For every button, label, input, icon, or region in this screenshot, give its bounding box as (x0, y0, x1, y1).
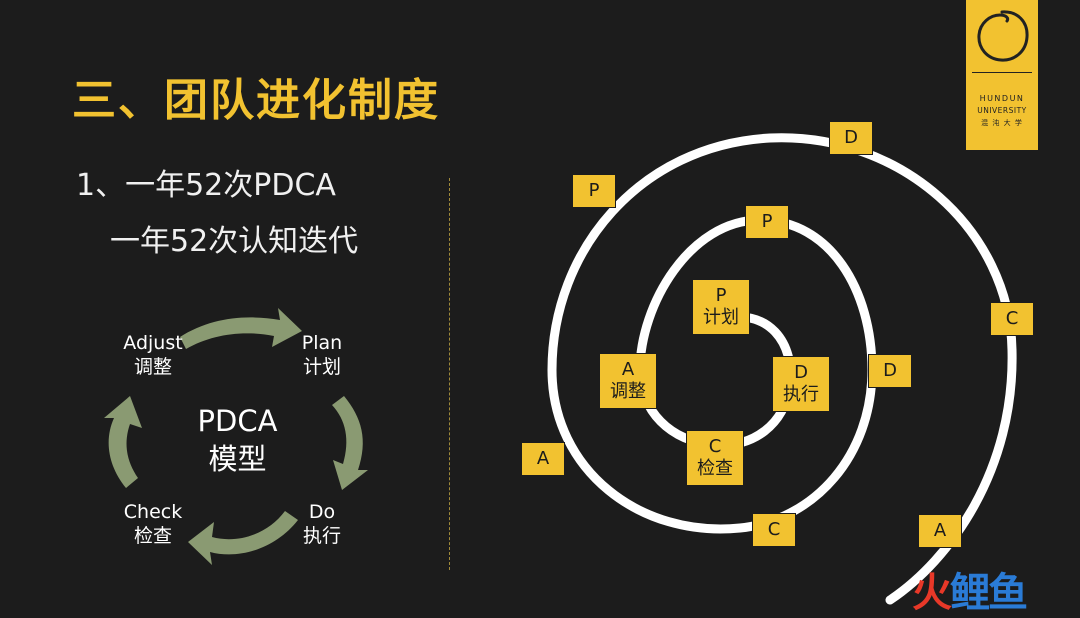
watermark-logo: 火鲤鱼 (912, 560, 1028, 618)
plan-zh: 计划 (302, 356, 341, 378)
check-zh: 检查 (133, 525, 172, 547)
center-line-2: 模型 (208, 442, 267, 476)
pdca-label-do: Do 执行 (290, 500, 354, 548)
subtitle-line-1: 1、一年52次PDCA (76, 168, 336, 203)
logo-rule (972, 72, 1032, 73)
watermark-char-3: 鱼 (988, 570, 1028, 616)
pdca-label-adjust: Adjust 调整 (108, 331, 198, 379)
enso-circle-icon (977, 10, 1029, 62)
adjust-zh: 调整 (133, 356, 172, 378)
spiral-outer-do: D (829, 121, 873, 155)
spiral-inner-adjust: A 调整 (599, 353, 657, 409)
watermark-char-2: 鲤 (950, 570, 990, 616)
inner-plan-letter: P (715, 285, 727, 306)
watermark-char-1: 火 (912, 570, 952, 616)
arrow-adjust-to-plan (180, 308, 302, 349)
spiral-outer-adjust: A (918, 514, 962, 548)
spiral-middle-adjust: A (521, 442, 565, 476)
page-title: 三、团队进化制度 (72, 75, 440, 126)
subtitle-line-2: 一年52次认知迭代 (110, 224, 359, 259)
spiral-middle-do: D (868, 354, 912, 388)
pdca-label-plan: Plan 计划 (290, 331, 354, 379)
do-en: Do (308, 501, 336, 523)
spiral-inner-check: C 检查 (686, 430, 744, 486)
spiral-outer-plan: P (572, 174, 616, 208)
spiral-middle-plan: P (745, 205, 789, 239)
inner-adjust-text: 调整 (610, 381, 646, 402)
adjust-en: Adjust (123, 332, 183, 354)
inner-check-letter: C (708, 436, 722, 457)
pdca-label-check: Check 检查 (113, 500, 193, 548)
center-line-1: PDCA (197, 404, 278, 438)
inner-check-text: 检查 (697, 458, 733, 479)
logo-text-hundun: HUNDUN (979, 94, 1025, 103)
spiral-inner-plan: P 计划 (692, 279, 750, 335)
plan-en: Plan (301, 332, 343, 354)
logo-text-chinese: 混 沌 大 学 (981, 119, 1023, 127)
spiral-outer-check: C (990, 302, 1034, 336)
arrow-do-to-check (188, 511, 298, 565)
arrow-check-to-adjust (104, 396, 142, 488)
do-zh: 执行 (302, 525, 341, 547)
hundun-logo: HUNDUN UNIVERSITY 混 沌 大 学 (966, 0, 1038, 150)
inner-do-text: 执行 (783, 384, 819, 405)
arrow-plan-to-do (332, 396, 368, 490)
pdca-model-center: PDCA 模型 (175, 402, 300, 478)
logo-text-university: UNIVERSITY (977, 106, 1027, 115)
inner-do-letter: D (794, 362, 808, 383)
check-en: Check (123, 501, 183, 523)
spiral-inner-do: D 执行 (772, 356, 830, 412)
inner-adjust-letter: A (621, 359, 635, 380)
dashed-divider (449, 178, 450, 570)
inner-plan-text: 计划 (703, 307, 739, 328)
spiral-middle-check: C (752, 513, 796, 547)
